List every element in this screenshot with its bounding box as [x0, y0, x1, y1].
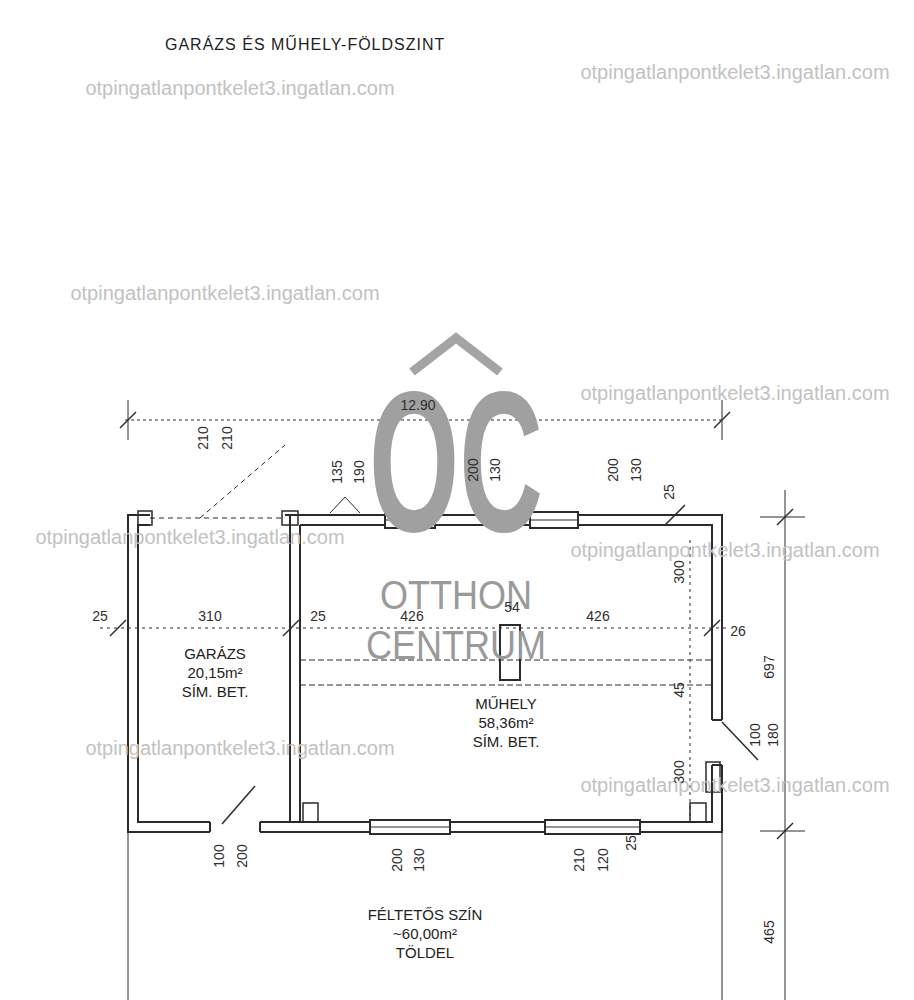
room-name: MŰHELY — [475, 695, 536, 714]
room-note: TÖLDEL — [396, 944, 454, 963]
dimension-number: 26 — [730, 624, 746, 639]
watermark-text: otpingatlanpontkelet3.ingatlan.com — [35, 526, 344, 548]
dimension-number: 300 — [672, 560, 687, 583]
watermark-text: otpingatlanpontkelet3.ingatlan.com — [85, 737, 394, 759]
room-note: 58,36m² — [478, 714, 533, 733]
dimension-number: 200 — [235, 844, 250, 867]
dimension-number: 190 — [352, 460, 367, 483]
dimension-number: 310 — [198, 609, 221, 624]
watermark-text: otpingatlanpontkelet3.ingatlan.com — [580, 774, 889, 796]
dimension-number: 130 — [412, 848, 427, 871]
logo-text: OC — [369, 352, 543, 572]
dimension-number: 100 — [212, 844, 227, 867]
watermark-text: otpingatlanpontkelet3.ingatlan.com — [580, 61, 889, 83]
room-note: 20,15m² — [187, 664, 242, 683]
dimension-number: 12.90 — [400, 398, 435, 413]
dimension-number: 210 — [220, 426, 235, 449]
dimension-number: 25 — [662, 484, 677, 500]
dimension-number: 426 — [400, 609, 423, 624]
dimension-number: 130 — [488, 458, 503, 481]
room-note: SÍM. BET. — [473, 733, 540, 752]
room-note: SÍM. BET. — [182, 683, 249, 702]
dimension-number: 200 — [390, 848, 405, 871]
dimension-number: 465 — [762, 920, 777, 943]
dimension-number: 130 — [629, 458, 644, 481]
watermark-text: otpingatlanpontkelet3.ingatlan.com — [580, 382, 889, 404]
dimension-number: 300 — [672, 760, 687, 783]
watermark-text: otpingatlanpontkelet3.ingatlan.com — [570, 539, 879, 561]
watermark-text: otpingatlanpontkelet3.ingatlan.com — [70, 282, 379, 304]
dimension-number: 200 — [606, 458, 621, 481]
dimension-number: 200 — [466, 458, 481, 481]
dimension-number: 697 — [762, 655, 777, 678]
watermark-text: otpingatlanpontkelet3.ingatlan.com — [85, 77, 394, 99]
dimension-number: 25 — [92, 609, 108, 624]
dimension-number: 120 — [596, 848, 611, 871]
dimension-number: 45 — [672, 682, 687, 698]
dimension-number: 25 — [310, 609, 326, 624]
logo-text: CENTRUM — [366, 623, 546, 667]
room-area: GARÁZS20,15m²SÍM. BET. — [140, 525, 290, 822]
dimension-number: 180 — [766, 723, 781, 746]
room-name: FÉLTETŐS SZÍN — [368, 906, 483, 925]
dimension-number: 210 — [196, 426, 211, 449]
dimension-number: 54 — [504, 600, 520, 615]
dimension-number: 100 — [748, 723, 763, 746]
dimension-number: 210 — [572, 848, 587, 871]
room-note: ~60,00m² — [393, 925, 457, 944]
plan-title: GARÁZS ÉS MŰHELY-FÖLDSZINT — [165, 36, 445, 54]
dimension-number: 25 — [624, 835, 639, 851]
dimension-number: 135 — [330, 460, 345, 483]
room-name: GARÁZS — [184, 645, 246, 664]
dimension-number: 426 — [586, 609, 609, 624]
